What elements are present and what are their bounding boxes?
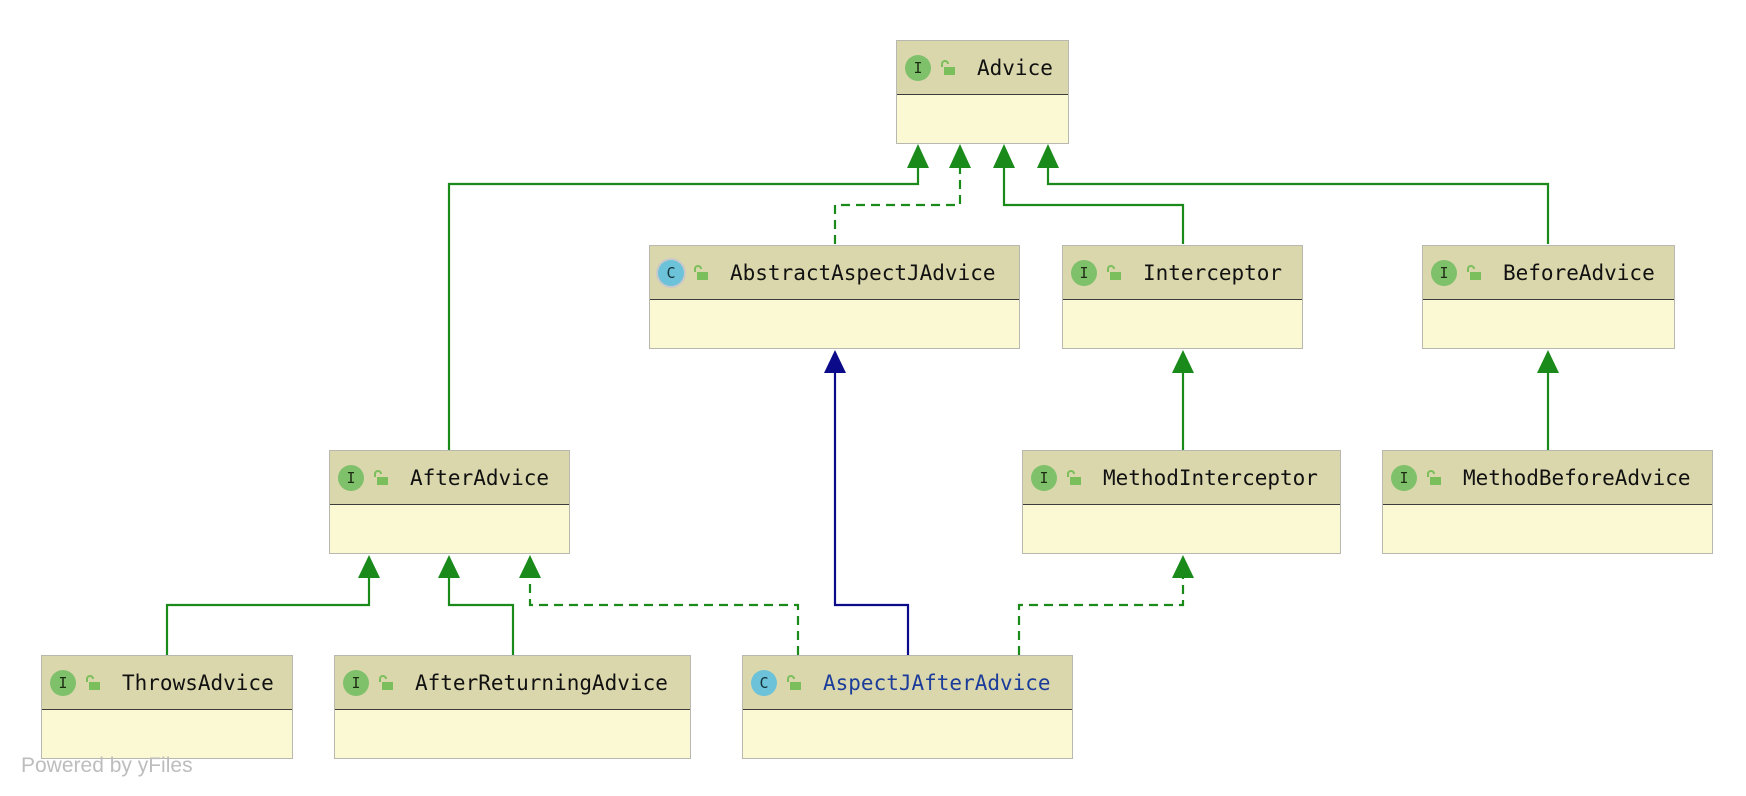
edge-beforeadvice-advice xyxy=(1046,165,1550,244)
interface-icon: I xyxy=(905,54,931,81)
arrowhead xyxy=(993,144,1015,168)
class-icon: C xyxy=(751,669,777,696)
node-header: I ThrowsAdvice xyxy=(42,656,292,710)
interface-icon: I xyxy=(1391,464,1417,491)
interface-icon: I xyxy=(343,669,369,696)
node-label: MethodBeforeAdvice xyxy=(1463,465,1691,490)
node-label: Advice xyxy=(977,55,1053,80)
node-method-interceptor[interactable]: I MethodInterceptor xyxy=(1022,450,1341,554)
node-label: BeforeAdvice xyxy=(1503,260,1655,285)
node-header: I MethodInterceptor xyxy=(1023,451,1340,505)
abstract-class-icon: C xyxy=(658,259,684,286)
lock-open-icon xyxy=(377,674,395,692)
node-label: AspectJAfterAdvice xyxy=(823,670,1051,695)
node-label: AfterReturningAdvice xyxy=(415,670,668,695)
node-label: AfterAdvice xyxy=(410,465,550,490)
node-header: I BeforeAdvice xyxy=(1423,246,1674,300)
lock-open-icon xyxy=(84,674,102,692)
lock-open-icon xyxy=(1065,469,1083,487)
edge-afteradvice-advice xyxy=(447,165,920,450)
edge-afterreturning-afteradvice xyxy=(447,575,515,655)
lock-open-icon xyxy=(939,59,957,77)
node-header: I MethodBeforeAdvice xyxy=(1383,451,1712,505)
node-header: I Interceptor xyxy=(1063,246,1302,300)
node-after-returning-advice[interactable]: I AfterReturningAdvice xyxy=(334,655,691,759)
edge-aspectjafter-afteradvice xyxy=(528,578,800,655)
arrowhead xyxy=(1037,144,1059,168)
node-header: I AfterReturningAdvice xyxy=(335,656,690,710)
node-after-advice[interactable]: I AfterAdvice xyxy=(329,450,570,554)
node-label: MethodInterceptor xyxy=(1103,465,1318,490)
node-header: C AbstractAspectJAdvice xyxy=(650,246,1019,300)
edge-throwsadvice-afteradvice xyxy=(165,575,371,655)
node-advice[interactable]: I Advice xyxy=(896,40,1069,144)
interface-icon: I xyxy=(1071,259,1097,286)
arrowhead xyxy=(1172,350,1194,373)
interface-icon: I xyxy=(1031,464,1057,491)
node-abstract-aspectj-advice[interactable]: C AbstractAspectJAdvice xyxy=(649,245,1020,349)
node-before-advice[interactable]: I BeforeAdvice xyxy=(1422,245,1675,349)
arrowhead xyxy=(519,555,541,578)
node-method-before-advice[interactable]: I MethodBeforeAdvice xyxy=(1382,450,1713,554)
arrowhead xyxy=(358,555,380,578)
interface-icon: I xyxy=(1431,259,1457,286)
node-aspectj-after-advice[interactable]: C AspectJAfterAdvice xyxy=(742,655,1073,759)
interface-icon: I xyxy=(50,669,76,696)
node-interceptor[interactable]: I Interceptor xyxy=(1062,245,1303,349)
edge-abstractaspectj-advice xyxy=(833,168,962,244)
arrowhead xyxy=(907,144,929,168)
arrowhead xyxy=(438,555,460,578)
node-header: I AfterAdvice xyxy=(330,451,569,505)
node-header: I Advice xyxy=(897,41,1068,95)
lock-open-icon xyxy=(1425,469,1443,487)
arrowhead xyxy=(824,350,846,373)
lock-open-icon xyxy=(1105,264,1123,282)
lock-open-icon xyxy=(1465,264,1483,282)
lock-open-icon xyxy=(785,674,803,692)
lock-open-icon xyxy=(692,264,710,282)
arrowhead xyxy=(949,144,971,168)
edge-aspectjafter-methodinterceptor xyxy=(1017,578,1185,655)
node-throws-advice[interactable]: I ThrowsAdvice xyxy=(41,655,293,759)
arrowhead xyxy=(1537,350,1559,373)
edge-interceptor-advice xyxy=(1002,165,1185,244)
lock-open-icon xyxy=(372,469,390,487)
arrowhead xyxy=(1172,555,1194,578)
node-label: Interceptor xyxy=(1143,260,1283,285)
edge-aspectjafter-abstractaspectj xyxy=(833,370,910,655)
node-label: ThrowsAdvice xyxy=(122,670,274,695)
interface-icon: I xyxy=(338,464,364,491)
node-header: C AspectJAfterAdvice xyxy=(743,656,1072,710)
powered-by-footer: Powered by yFiles xyxy=(21,754,193,777)
node-label: AbstractAspectJAdvice xyxy=(730,260,996,285)
